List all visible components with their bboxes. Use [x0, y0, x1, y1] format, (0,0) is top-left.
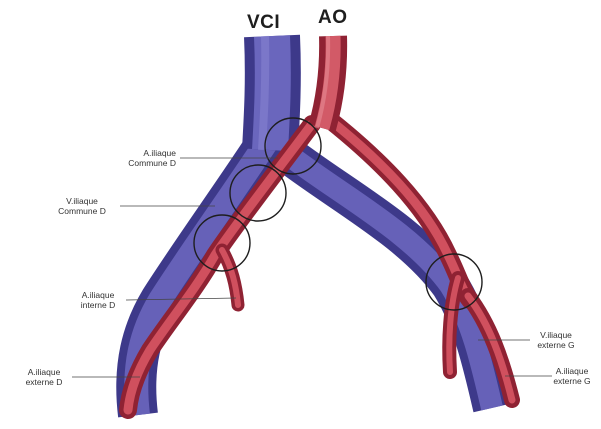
label-a-iliaque-commune-d-line1: A.iliaque	[112, 148, 176, 158]
label-a-iliaque-externe-d: A.iliaque externe D	[18, 367, 70, 387]
aorta-system	[128, 36, 512, 410]
ao-title: AO	[318, 7, 348, 29]
label-v-iliaque-commune-d-line2: Commune D	[48, 206, 116, 216]
label-a-iliaque-interne-d: A.iliaque interne D	[72, 290, 124, 310]
label-a-iliaque-externe-g-line2: externe G	[546, 376, 598, 386]
label-v-iliaque-externe-g-line2: externe G	[530, 340, 582, 350]
label-a-iliaque-commune-d: A.iliaque Commune D	[112, 148, 176, 168]
label-a-iliaque-externe-d-line2: externe D	[18, 377, 70, 387]
label-a-iliaque-externe-g: A.iliaque externe G	[546, 366, 598, 386]
label-a-iliaque-externe-g-line1: A.iliaque	[546, 366, 598, 376]
label-v-iliaque-commune-d-line1: V.iliaque	[48, 196, 116, 206]
label-v-iliaque-externe-g: V.iliaque externe G	[530, 330, 582, 350]
vci-title: VCI	[247, 12, 280, 34]
label-a-iliaque-commune-d-line2: Commune D	[112, 158, 176, 168]
label-a-iliaque-externe-d-line1: A.iliaque	[18, 367, 70, 377]
label-v-iliaque-commune-d: V.iliaque Commune D	[48, 196, 116, 216]
label-a-iliaque-interne-d-line2: interne D	[72, 300, 124, 310]
label-a-iliaque-interne-d-line1: A.iliaque	[72, 290, 124, 300]
label-v-iliaque-externe-g-line1: V.iliaque	[530, 330, 582, 340]
